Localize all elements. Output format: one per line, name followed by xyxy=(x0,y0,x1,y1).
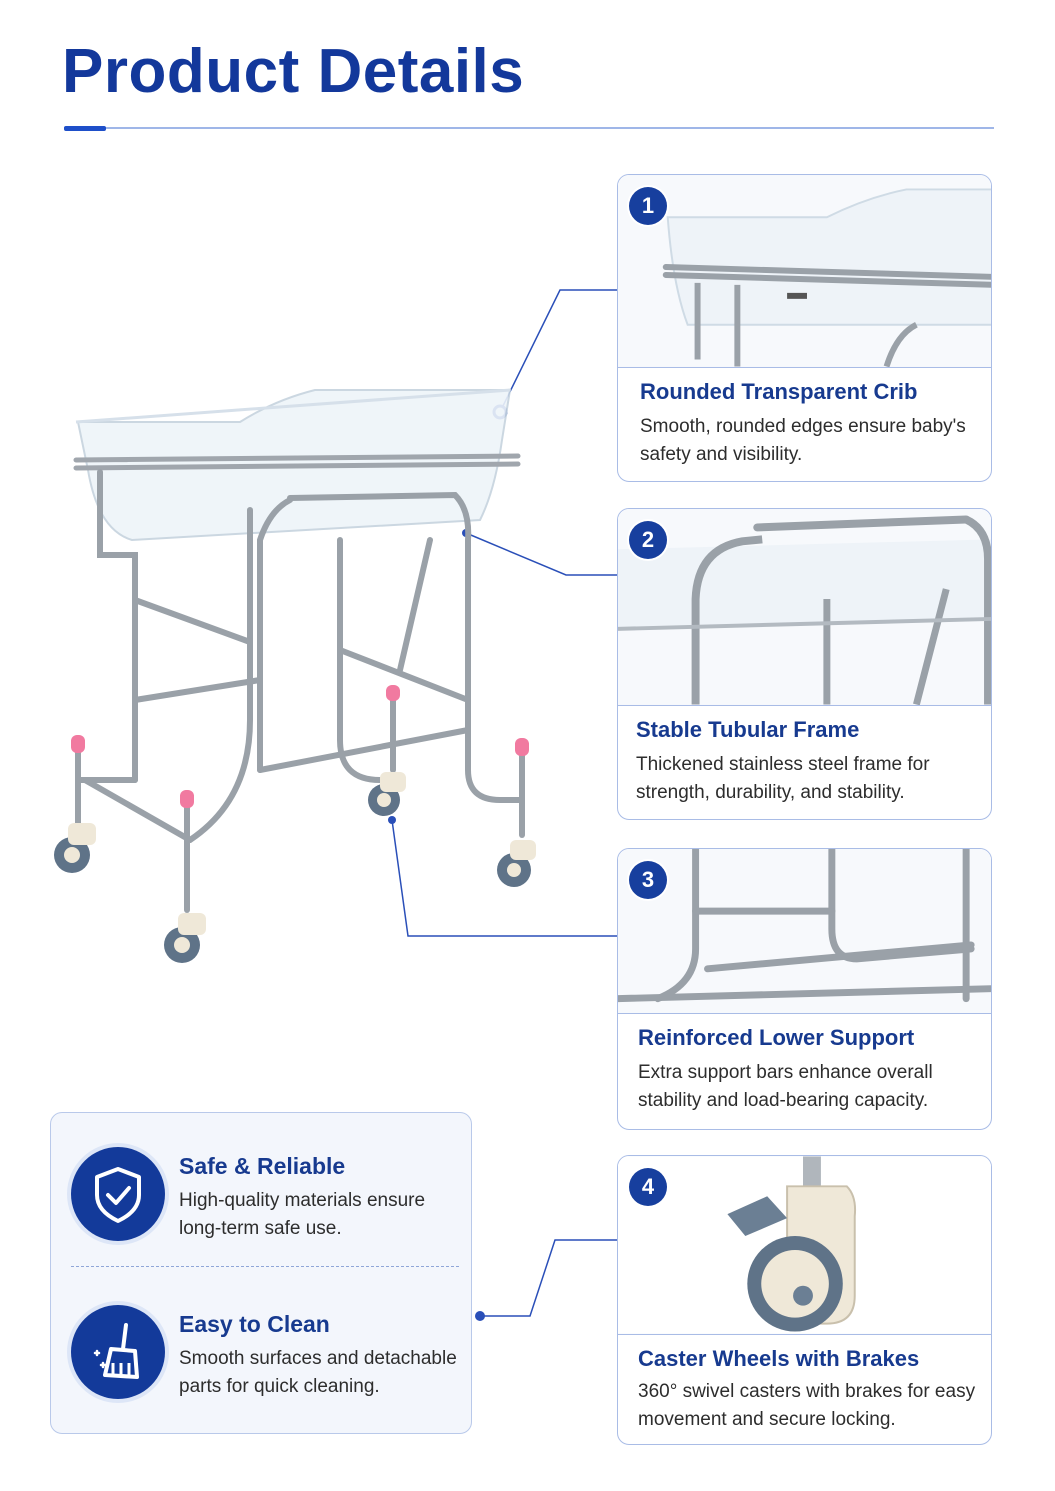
feature-card-3: 3 Reinforced Lower Support Extra support… xyxy=(617,848,992,1130)
card-title: Stable Tubular Frame xyxy=(636,717,860,742)
number-badge: 2 xyxy=(629,521,667,559)
card-title: Reinforced Lower Support xyxy=(638,1025,915,1050)
dashed-divider xyxy=(71,1266,459,1267)
page-title: Product Details xyxy=(62,37,525,106)
baby-crib-trolley-image xyxy=(40,380,560,980)
feature-card-1: 1 Rounded Transparent Crib Smooth, round… xyxy=(617,174,992,482)
feature-card-2: 2 Stable Tubular Frame Thickened stainle… xyxy=(617,508,992,820)
card-title: Rounded Transparent Crib xyxy=(640,379,918,404)
caster-wheel-closeup-image xyxy=(618,1156,991,1335)
card-description: Thickened stainless steel frame for stre… xyxy=(636,754,930,803)
feature-description: High-quality materials ensure long-term … xyxy=(179,1190,426,1239)
card-description: Extra support bars enhance overall stabi… xyxy=(638,1062,933,1111)
title-accent-bar xyxy=(64,126,106,131)
lower-support-closeup-image xyxy=(618,849,991,1014)
crib-closeup-image xyxy=(618,175,991,368)
feature-description: Smooth surfaces and detachable parts for… xyxy=(179,1348,457,1397)
feature-title: Easy to Clean xyxy=(179,1311,330,1337)
card-title: Caster Wheels with Brakes xyxy=(638,1346,920,1371)
card-description: Smooth, rounded edges ensure baby's safe… xyxy=(640,416,966,465)
feature-title: Safe & Reliable xyxy=(179,1153,346,1179)
number-badge: 1 xyxy=(629,187,667,225)
number-badge: 4 xyxy=(629,1168,667,1206)
feature-card-4: 4 Caster Wheels with Brakes 360° swivel … xyxy=(617,1155,992,1445)
number-badge: 3 xyxy=(629,861,667,899)
card-description: 360° swivel casters with brakes for easy… xyxy=(638,1381,976,1430)
shield-check-icon xyxy=(71,1147,165,1241)
broom-sparkle-icon xyxy=(71,1305,165,1399)
features-panel: Safe & Reliable High-quality materials e… xyxy=(50,1112,472,1434)
title-underline xyxy=(64,127,994,129)
frame-closeup-image xyxy=(618,509,991,706)
